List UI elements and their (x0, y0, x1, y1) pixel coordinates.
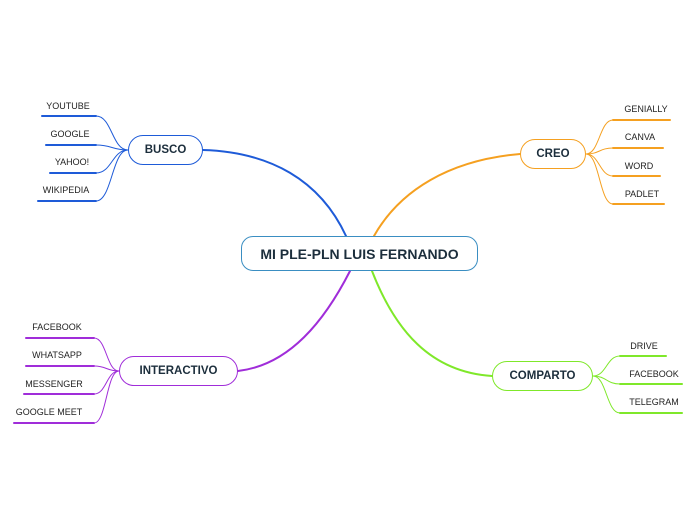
branch-creo[interactable]: CREO (520, 139, 586, 169)
leaf-facebook-comparto[interactable]: FACEBOOK (629, 369, 679, 379)
leaf-connector-creo-0 (585, 119, 614, 155)
leaf-yahoo[interactable]: YAHOO! (54, 157, 90, 167)
leaf-connector-interactivo-3 (93, 370, 120, 424)
leaf-connector-comparto-0 (592, 355, 621, 377)
leaf-drive[interactable]: DRIVE (630, 341, 658, 351)
leaf-connector-busco-1 (95, 144, 129, 151)
leaf-telegram[interactable]: TELEGRAM (629, 397, 679, 407)
leaf-connector-busco-2 (95, 149, 129, 174)
leaf-canva[interactable]: CANVA (624, 132, 656, 142)
connector-interactivo (237, 270, 351, 372)
leaf-connector-creo-1 (585, 147, 614, 155)
connector-creo (373, 153, 521, 237)
leaf-connector-comparto-2 (592, 375, 621, 414)
leaf-connector-creo-2 (585, 153, 614, 177)
connector-busco (202, 149, 347, 237)
leaf-facebook[interactable]: FACEBOOK (32, 322, 82, 332)
leaf-padlet[interactable]: PADLET (624, 189, 660, 199)
branch-interactivo[interactable]: INTERACTIVO (119, 356, 238, 386)
leaf-youtube[interactable]: YOUTUBE (46, 101, 90, 111)
leaf-connector-interactivo-1 (93, 365, 120, 372)
branch-busco[interactable]: BUSCO (128, 135, 203, 165)
leaf-whatsapp[interactable]: WHATSAPP (32, 350, 82, 360)
leaf-genially[interactable]: GENIALLY (624, 104, 668, 114)
leaf-google-meet[interactable]: GOOGLE MEET (15, 407, 83, 417)
leaf-connector-creo-3 (585, 153, 614, 205)
leaf-wikipedia[interactable]: WIKIPEDIA (42, 185, 90, 195)
leaf-connector-busco-0 (95, 115, 129, 151)
leaf-word[interactable]: WORD (624, 161, 654, 171)
connector-comparto (371, 270, 493, 377)
leaf-messenger[interactable]: MESSENGER (25, 379, 83, 389)
leaf-google[interactable]: GOOGLE (50, 129, 90, 139)
leaf-connector-interactivo-2 (93, 370, 120, 395)
central-topic[interactable]: MI PLE-PLN LUIS FERNANDO (241, 236, 478, 271)
branch-comparto[interactable]: COMPARTO (492, 361, 593, 391)
leaf-connector-interactivo-0 (93, 337, 120, 372)
leaf-connector-busco-3 (95, 149, 129, 202)
